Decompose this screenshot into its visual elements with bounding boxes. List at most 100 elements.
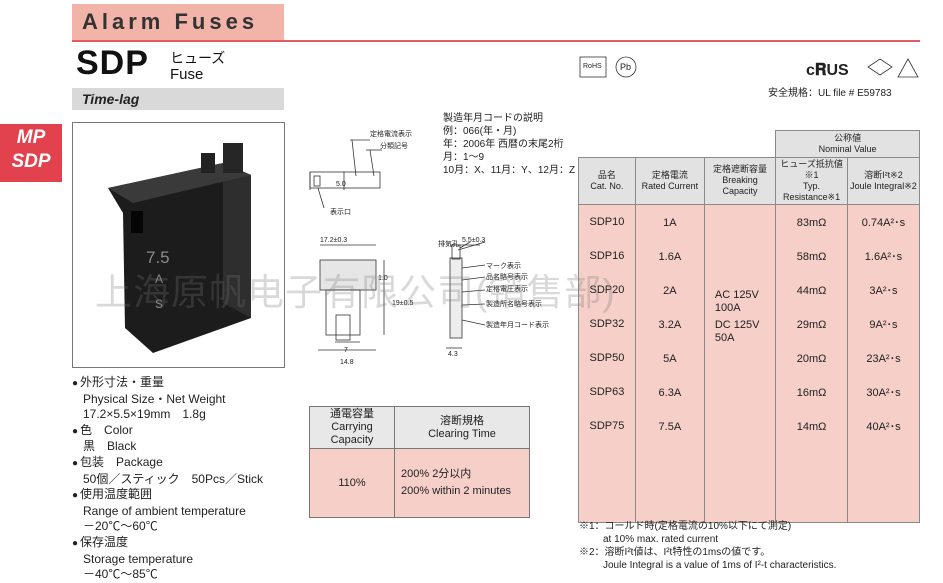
table-row-joule: 23A²･s [866, 352, 901, 365]
dim-height: 19±0.5 [392, 300, 413, 307]
table-row-cat: SDP20 [589, 283, 625, 296]
spec-package-value: 50個／スティック 50Pcs／Stick [83, 471, 263, 486]
section-title-band: Alarm Fuses [72, 4, 284, 40]
date-code-legend: 製造年月コードの説明 例：066(年・月) 年：2006年 西暦の末尾2桁 月：… [443, 112, 575, 177]
pb-label: Pb [620, 62, 631, 72]
triangle-mark-icon [897, 58, 919, 78]
legend-line: 年：2006年 西暦の末尾2桁 [443, 139, 564, 150]
joule-column: 0.74A²･s 1.6A²･s 3A²･s 9A²･s 23A²･s 30A²… [846, 203, 921, 523]
spec-size-jp: ●外形寸法・重量 [72, 375, 165, 389]
breaking-dc: DC 125V [714, 318, 760, 331]
spec-color-value: 黒 Black [83, 439, 137, 454]
table-row-cat: SDP32 [589, 317, 625, 330]
label-vent: 排気孔 [438, 239, 459, 248]
subtitle-band: Time-lag [72, 88, 284, 110]
table-row-current: 3.2A [658, 318, 682, 331]
dim-4-3: 4.3 [448, 351, 458, 358]
spec-size-value: 17.2×5.5×19mm 1.8g [83, 407, 206, 422]
label-display-port: 表示口 [330, 207, 351, 216]
table-row-joule: 30A²･s [866, 386, 901, 399]
product-photo: 7.5 A S [72, 122, 285, 368]
spec-list: ●外形寸法・重量 Physical Size・Net Weight 17.2×5… [72, 375, 263, 583]
table-row-resist: 58mΩ [796, 250, 827, 263]
spec-temp-jp: ●使用温度範囲 [72, 487, 153, 502]
breaking-ac-a: 100A [714, 301, 741, 314]
label-name-code: 品名略号表示 [486, 272, 528, 281]
note-2-jp: ※2：溶断I²t値は、I²t特性の1msの値です。 [579, 547, 771, 558]
table-row-joule: 1.6A²･s [864, 250, 903, 263]
legend-line: 月：1～9 [443, 152, 485, 163]
watermark: 上海原帆电子有限公司(销售部) [95, 272, 616, 313]
dim-7: 7 [344, 347, 348, 354]
table-row-current: 2A [663, 284, 677, 297]
table-row-current: 1A [663, 216, 677, 229]
dimension-drawing: 定格電流表示 分類記号 表示口 5.0 17.2±0.3 5.5±0.3 19±… [309, 129, 549, 366]
table-row-resist: 20mΩ [796, 352, 827, 365]
dim-14-8: 14.8 [340, 359, 354, 366]
dim-width: 17.2±0.3 [320, 237, 347, 244]
spec-size-en: Physical Size・Net Weight [83, 391, 226, 406]
table-row-resist: 83mΩ [796, 216, 827, 229]
spec-temp-value: －20℃～60℃ [83, 519, 158, 534]
resistance-column: 83mΩ 58mΩ 44mΩ 29mΩ 20mΩ 16mΩ 14mΩ [775, 203, 848, 523]
header-rule [72, 40, 920, 42]
note-2-en: Joule Integral is a value of 1ms of I²-t… [603, 560, 837, 571]
cat-no-column: SDP10 SDP16 SDP20 SDP32 SDP50 SDP63 SDP7… [578, 203, 636, 523]
subtitle: Time-lag [82, 91, 140, 107]
product-marking-1: 7.5 [146, 248, 170, 267]
table-row-cat: SDP16 [589, 249, 625, 262]
table-row-resist: 16mΩ [796, 386, 827, 399]
legend-line: 製造年月コードの説明 [443, 113, 543, 124]
note-1-en: at 10% max. rated current [603, 534, 719, 545]
side-tag: MP SDP [0, 124, 62, 182]
label-fuse-code: 分類記号 [380, 141, 408, 150]
label-rated-current: 定格電流表示 [370, 129, 412, 138]
breaking-ac: AC 125V [714, 288, 759, 301]
spec-storage-en: Storage temperature [83, 551, 194, 566]
breaking-dc-a: 50A [714, 331, 735, 344]
spec-temp-en: Range of ambient temperature [83, 503, 246, 518]
spec-color-jp: ●色 Color [72, 422, 133, 437]
label-maker-code: 製造所名略号表示 [486, 299, 542, 308]
ul-file: 安全規格：UL file # E59783 [768, 88, 892, 99]
label-date-code: 製造年月コード表示 [486, 320, 549, 329]
side-tag-line2: SDP [11, 151, 51, 172]
spec-package-jp: ●包装 Package [72, 454, 163, 469]
model-name-jp: ヒューズ [170, 50, 226, 66]
table-row-resist: 44mΩ [796, 284, 827, 297]
table-row-joule: 9A²･s [869, 318, 898, 331]
table-row-cat: SDP63 [589, 385, 625, 398]
footnotes: ※1：コールド時(定格電流の10%以下にて測定) at 10% max. rat… [579, 520, 836, 572]
table-row-joule: 0.74A²･s [861, 216, 906, 229]
model-name: SDP [76, 44, 149, 82]
product-marking-3: S [155, 297, 163, 311]
legend-line: 例：066(年・月) [443, 126, 517, 137]
table-row-current: 6.3A [658, 386, 682, 399]
table-row-joule: 3A²･s [869, 284, 898, 297]
product-marking-2: A [155, 272, 163, 286]
table-row-cat: SDP10 [589, 215, 625, 228]
pb-free-icon [615, 56, 637, 78]
dim-thickness: 5.5±0.3 [462, 237, 485, 244]
table-row-resist: 29mΩ [796, 318, 827, 331]
breaking-column: AC 125V 100A DC 125V 50A [703, 203, 777, 523]
rohs-icon [579, 56, 607, 78]
table-row-cat: SDP50 [589, 351, 625, 364]
dim-top-height: 5.0 [336, 181, 346, 188]
pse-icon [867, 58, 893, 76]
side-tag-line1: MP [16, 127, 46, 148]
capacity-value: 110% [309, 448, 395, 518]
table-row-joule: 40A²･s [866, 420, 901, 433]
note-1-jp: ※1：コールド時(定格電流の10%以下にて測定) [579, 521, 792, 532]
dim-pin: 1.0 [378, 275, 388, 282]
table-row-current: 7.5A [658, 420, 682, 433]
